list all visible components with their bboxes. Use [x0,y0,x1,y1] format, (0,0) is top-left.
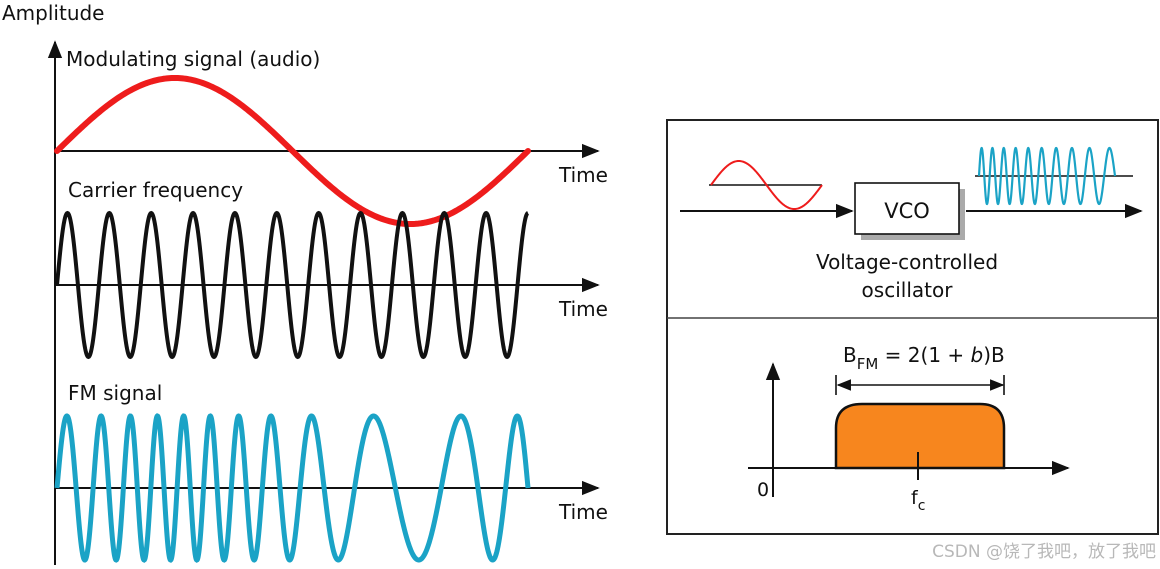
vco-input-wave [710,159,823,211]
modulating-time-label: Time [558,163,608,187]
bandwidth-formula: BFM = 2(1 + b)B [843,343,1005,373]
vco-caption-line1: Voltage-controlled [816,250,998,274]
modulating-signal-title: Modulating signal (audio) [66,47,320,71]
vco-caption-line2: oscillator [862,278,954,302]
formula-sub-fm: FM [857,355,879,373]
modulating-signal-wave [54,74,531,228]
center-frequency-label: fc [911,487,925,514]
vco-box-label: VCO [884,199,930,223]
formula-b: B [843,343,857,367]
spectrum-origin-label: 0 [757,479,769,501]
carrier-frequency-title: Carrier frequency [68,178,243,202]
vco-box [854,182,960,235]
carrier-time-label: Time [558,297,608,321]
fm-band-spectrum [834,402,1006,470]
center-sub-c: c [918,498,926,514]
vco-output-wave [977,146,1117,206]
formula-end: )B [983,343,1005,367]
fm-time-label: Time [558,500,608,524]
amplitude-axis-label: Amplitude [2,1,105,25]
center-f: f [911,487,919,509]
formula-beta: b [971,343,984,367]
fm-signal-wave [54,413,531,563]
carrier-wave [55,210,530,360]
csdn-watermark: CSDN @饶了我吧，放了我吧 [932,542,1156,562]
formula-rest: = 2(1 + [878,343,970,367]
fm-signal-title: FM signal [68,381,162,405]
